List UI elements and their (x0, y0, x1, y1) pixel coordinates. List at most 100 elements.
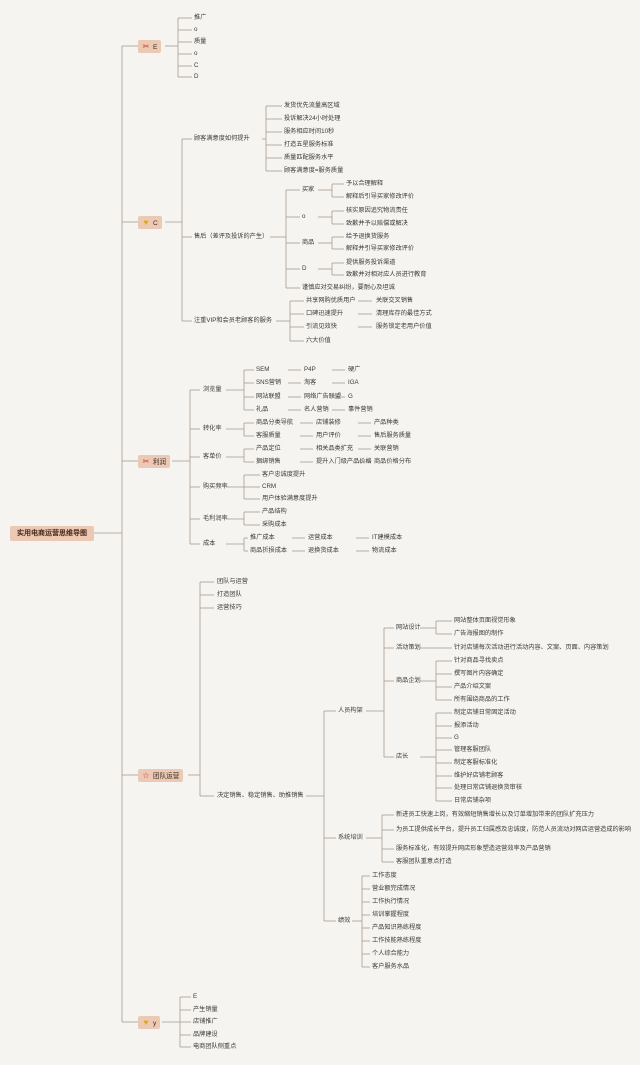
topic-text[interactable]: SEM (256, 366, 270, 373)
topic-text[interactable]: 活动策划 (396, 644, 421, 651)
topic-text[interactable]: 维护好店铺老顾客 (454, 772, 504, 779)
topic-text[interactable]: 用户体验满意度提升 (262, 495, 318, 502)
topic-text[interactable]: 客户忠诚度提升 (262, 471, 306, 478)
topic-text[interactable]: 系统培训 (338, 834, 363, 841)
topic-text[interactable]: 质量 (194, 38, 207, 45)
topic-text[interactable]: 撰写图片内容确定 (454, 670, 504, 677)
topic-text[interactable]: 产品知识熟练程度 (372, 924, 422, 931)
topic-text[interactable]: 产品结构 (262, 508, 287, 515)
topic-text[interactable]: 网站整体页面视觉形象 (454, 617, 516, 624)
topic-text[interactable]: 硬广 (348, 366, 361, 373)
topic-text[interactable]: 共享网购优质用户 (306, 297, 356, 304)
topic-text[interactable]: IT建模成本 (372, 534, 403, 541)
branch-node-y[interactable]: ♥y (138, 1015, 161, 1029)
branch-node-e[interactable]: ✂E (138, 39, 162, 53)
topic-text[interactable]: 产品种类 (374, 419, 399, 426)
topic-text[interactable]: 注重VIP和会员老顾客的服务 (194, 317, 273, 324)
topic-text[interactable]: 店铺装修 (316, 419, 341, 426)
topic-text[interactable]: 网络广告联盟 (304, 393, 342, 400)
topic-text[interactable]: 网站设计 (396, 624, 421, 631)
topic-text[interactable]: 退换货成本 (308, 547, 339, 554)
topic-text[interactable]: 工作技能熟练程度 (372, 937, 422, 944)
topic-text[interactable]: 广告海报图的制作 (454, 630, 504, 637)
topic-text[interactable]: 关联营销 (374, 445, 399, 452)
topic-text[interactable]: D (302, 265, 307, 272)
topic-text[interactable]: 口碑迅速提升 (306, 310, 344, 317)
topic-text[interactable]: 人员构架 (338, 707, 363, 714)
topic-text[interactable]: 核实原因追究物流责任 (346, 207, 408, 214)
branch-node-team[interactable]: ☆团队运营 (138, 768, 184, 782)
topic-text[interactable]: 名人营销 (304, 406, 329, 413)
topic-text[interactable]: 商品折损成本 (250, 547, 288, 554)
topic-text[interactable]: 采购成本 (262, 521, 287, 528)
topic-text[interactable]: 提升入门级产品价格 (316, 458, 372, 465)
topic-text[interactable]: 工作态度 (372, 872, 397, 879)
topic-text[interactable]: 相关品类扩充 (316, 445, 354, 452)
topic-text[interactable]: 品牌建设 (193, 1031, 218, 1038)
topic-text[interactable]: 报添活动 (454, 722, 479, 729)
topic-text[interactable]: 商品分类导航 (256, 419, 294, 426)
topic-text[interactable]: 清理库存的最佳方式 (376, 310, 432, 317)
topic-text[interactable]: 浏览量 (203, 386, 222, 393)
topic-text[interactable]: 商品企划 (396, 677, 421, 684)
topic-text[interactable]: G (454, 734, 459, 741)
branch-node-c[interactable]: ♥C (138, 215, 162, 229)
topic-text[interactable]: 日常店铺杂项 (454, 797, 492, 804)
topic-text[interactable]: 解释并引导买家修改评价 (346, 245, 415, 252)
topic-text[interactable]: 决定销售、稳定销售、助推销售 (217, 792, 304, 799)
topic-text[interactable]: 工作执行情况 (372, 898, 410, 905)
topic-text[interactable]: 提供服务投诉渠道 (346, 259, 396, 266)
topic-text[interactable]: 予以合理解释 (346, 180, 384, 187)
topic-text[interactable]: 关联交叉销售 (376, 297, 414, 304)
topic-text[interactable]: o (194, 50, 198, 57)
topic-text[interactable]: 服务锁定老用户价值 (376, 323, 432, 330)
topic-text[interactable]: CRM (262, 483, 277, 490)
topic-text[interactable]: 捆绑销售 (256, 458, 281, 465)
topic-text[interactable]: 团队与运营 (217, 578, 248, 585)
topic-text[interactable]: 淘客 (304, 379, 317, 386)
topic-text[interactable]: o (302, 213, 306, 220)
topic-text[interactable]: 个人综合能力 (372, 950, 410, 957)
topic-text[interactable]: 制定店铺日常固定活动 (454, 709, 516, 716)
topic-text[interactable]: 致歉并对相对应人员进行教育 (346, 271, 427, 278)
topic-text[interactable]: 质量匹配服务水平 (284, 154, 334, 161)
topic-text[interactable]: 给予退换货服务 (346, 233, 390, 240)
topic-text[interactable]: 买家 (302, 186, 315, 193)
topic-text[interactable]: 店长 (396, 753, 409, 760)
topic-text[interactable]: o (194, 26, 198, 33)
topic-text[interactable]: 事件营销 (348, 406, 373, 413)
topic-text[interactable]: 毛利润率 (203, 515, 228, 522)
topic-text[interactable]: 购买频率 (203, 483, 228, 490)
topic-text[interactable]: 客户服务水品 (372, 963, 410, 970)
topic-text[interactable]: 制定客服标准化 (454, 759, 498, 766)
topic-text[interactable]: 顾客满意度=服务质量 (284, 167, 344, 174)
topic-text[interactable]: 转化率 (203, 425, 222, 432)
topic-text[interactable]: 电商团队侧重点 (193, 1043, 237, 1050)
topic-text[interactable]: 谨慎应对交易纠纷，要耐心及坦诚 (302, 284, 395, 291)
topic-text[interactable]: 商品 (302, 239, 315, 246)
topic-text[interactable]: 用户评价 (316, 432, 341, 439)
topic-text[interactable]: 打造五星服务标准 (284, 141, 334, 148)
topic-text[interactable]: 投诉解决24小时处理 (284, 115, 341, 122)
branch-node-profit[interactable]: ✂利润 (138, 454, 171, 468)
topic-text[interactable]: 服务标准化，有效提升网店形象塑造运营效率及产品营销 (396, 845, 551, 852)
topic-text[interactable]: 绩效 (338, 917, 351, 924)
topic-text[interactable]: 产品介绍文案 (454, 683, 492, 690)
topic-text[interactable]: 推广成本 (250, 534, 275, 541)
topic-text[interactable]: 管理客服团队 (454, 746, 492, 753)
topic-text[interactable]: 客单价 (203, 453, 222, 460)
topic-text[interactable]: IGA (348, 379, 359, 386)
topic-text[interactable]: 服务相应时间10秒 (284, 128, 335, 135)
topic-text[interactable]: 新进员工快速上岗，有效缩短销售增长以及订单增加带来的团队扩充压力 (396, 811, 594, 818)
topic-text[interactable]: C (194, 62, 199, 69)
topic-text[interactable]: P4P (304, 366, 316, 373)
topic-text[interactable]: 营业额完成情况 (372, 885, 416, 892)
topic-text[interactable]: 六大价值 (306, 337, 331, 344)
topic-text[interactable]: 产品定位 (256, 445, 281, 452)
root-node[interactable]: 实用电商运营思维导图 (10, 526, 94, 541)
topic-text[interactable]: 产生销量 (193, 1006, 218, 1013)
topic-text[interactable]: 物流成本 (372, 547, 397, 554)
topic-text[interactable]: 为员工提供成长平台，提升员工归属感及忠诚度，防范人员流动对网店运营造成的影响 (396, 826, 632, 833)
topic-text[interactable]: 所有围绕商品的工作 (454, 696, 510, 703)
topic-text[interactable]: 顾客满意度如何提升 (194, 135, 250, 142)
